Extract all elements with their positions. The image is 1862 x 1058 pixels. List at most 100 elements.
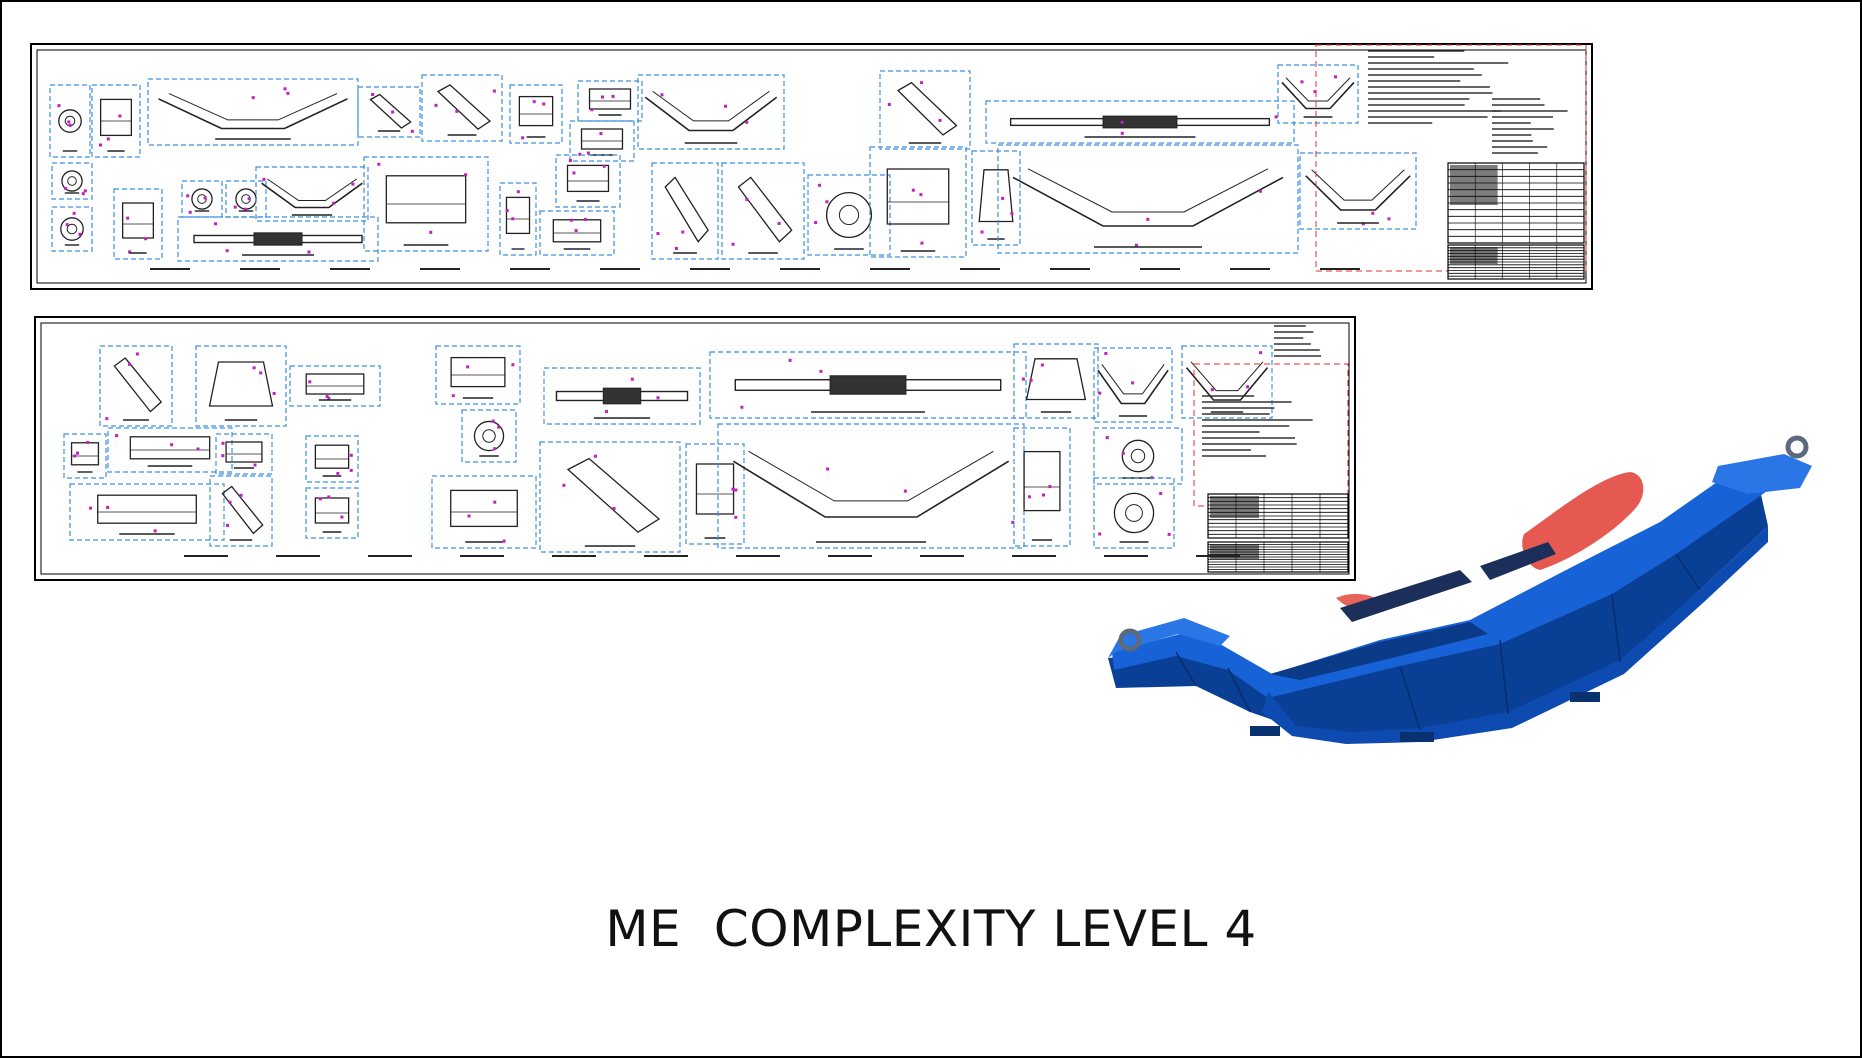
sheet-2-detail-view-dim-marker (1021, 377, 1025, 381)
sheet-1-detail-view-bore (66, 223, 78, 235)
sheet-1-detail-view (51, 162, 93, 200)
sheet-2-detail-view-dim-marker (451, 394, 455, 398)
sheet-2-detail-view (195, 345, 287, 427)
sheet-2-detail-view-trapezoid (208, 361, 274, 407)
sheet-1-detail-view-dim-marker (332, 201, 336, 205)
sheet-2-detail-view-dim-marker (1042, 493, 1046, 497)
sheet-1-detail-view-block (580, 128, 624, 150)
sheet-1-detail-view (421, 74, 503, 142)
sheet-2-detail-view-dim-marker (502, 539, 506, 543)
sheet-1-detail-view-dim-marker (126, 216, 130, 220)
sheet-1-detail-view-dim-marker (243, 207, 247, 211)
sheet-2-detail-view (709, 351, 1027, 419)
sheet-1-detail-view-plate (436, 84, 492, 130)
model-front-wall (1262, 526, 1768, 744)
sheet-2-detail-view-block (450, 356, 506, 388)
sheet-2-detail-view-block (305, 373, 365, 395)
sheet-1-detail-view-profile (261, 182, 363, 209)
sheet-2-detail-view-dim-marker (493, 447, 497, 451)
sheet-1-detail-view-dim-marker (511, 217, 515, 221)
sheet-2-detail-view (1013, 343, 1099, 419)
sheet-1-detail-view-trapezoid (978, 169, 1014, 223)
sheet-2-detail-view-block (70, 442, 100, 466)
sheet-1-detail-view (555, 154, 621, 208)
sheet-2-detail-view (1013, 427, 1071, 547)
sheet-1-detail-view-dim-marker (81, 192, 85, 196)
sheet-1-detail-view-dim-marker (521, 136, 525, 140)
sheet-2-detail-view (685, 443, 745, 545)
tooling-fixture-3d-model-icon (1100, 430, 1820, 820)
sheet-1-detail-view-frame (807, 174, 891, 256)
sheet-2-detail-view-dim-marker (731, 487, 735, 491)
sheet-2-detail-view (431, 475, 537, 549)
sheet-1-detail-view-block (518, 95, 554, 127)
sheet-1-detail-view-frame (869, 146, 967, 258)
sheet-2-detail-view (99, 345, 173, 427)
sheet-1-detail-view (357, 86, 421, 138)
sheet-2-detail-view-profile-inner (1101, 363, 1165, 395)
sheet-2-detail-view-profile (1097, 369, 1169, 405)
sheet-2-detail-view-circle (1121, 439, 1155, 473)
sheet-2-detail-view-trapezoid (1025, 358, 1087, 401)
sheet-2-detail-view-block (97, 494, 197, 524)
sheet-1-detail-view-frame (985, 100, 1295, 144)
sheet-2-detail-view-dim-marker (903, 489, 907, 493)
sheet-2-detail-view-dim-marker (734, 515, 738, 519)
sheet-2-detail-view (107, 427, 233, 473)
sheet-1-detail-view-circle (58, 109, 82, 133)
sheet-1-detail-view-dim-marker (1300, 80, 1304, 84)
sheet-1-detail-view-profile-inner (1027, 168, 1269, 213)
sheet-1-detail-view-frame (113, 188, 163, 260)
sheet-1-detail-view-dim-marker (377, 162, 381, 166)
sheet-1-detail-view-dim-marker (262, 177, 266, 181)
sheet-2-detail-view-hub (602, 387, 642, 405)
sheet-1-detail-view (651, 162, 719, 260)
sheet-1-detail-view-dim-marker (1274, 115, 1278, 119)
sheet-2-detail-view-plate (113, 357, 163, 413)
sheet-2-detail-view-dim-marker (491, 419, 495, 423)
sheet-2-detail-view-dim-marker (170, 443, 174, 447)
sheet-2-detail-view-frame (539, 441, 681, 553)
sheet-2-detail-view (69, 483, 225, 541)
sheet-1-detail-view (971, 150, 1021, 246)
sheet-1-detail-view-bore (838, 204, 860, 226)
left-lifting-lug-icon (1118, 628, 1142, 652)
sheet-2-detail-view (435, 345, 521, 405)
sheet-2-detail-view-frame (461, 409, 517, 463)
sheet-2-detail-view-dim-marker (349, 453, 353, 457)
sheet-1-detail-view-frame (569, 120, 635, 162)
sheet-2-detail-view-block (314, 497, 350, 524)
model-right-end (1712, 454, 1812, 494)
sheet-1-detail-view-dim-marker (434, 103, 438, 107)
sheet-2-detail-view-frame (1013, 343, 1099, 419)
sheet-2-detail-view-profile (732, 460, 1010, 518)
sheet-1-detail-view-dim-marker (745, 197, 749, 201)
sheet-2-detail-view-frame (305, 435, 359, 483)
sheet-1-detail-view-dim-marker (724, 104, 728, 108)
sheet-2-detail-view-dim-marker (196, 447, 200, 451)
model-edge-lines (1175, 553, 1701, 731)
sheet-1-detail-view-dim-marker (83, 189, 87, 193)
sheet-2-detail-view-dim-marker (128, 362, 132, 366)
sheet-1-detail-view (997, 144, 1299, 254)
sheet-1-detail-view-dim-marker (938, 118, 942, 122)
sheet-2-detail-view-frame (431, 475, 537, 549)
sheet-2-detail-view-dim-marker (327, 396, 331, 400)
highlighted-pad-icon (1522, 472, 1644, 570)
sheet-1-detail-view-dim-marker (919, 193, 923, 197)
sheet-2-detail-view-dim-marker (1011, 520, 1015, 524)
sheet-1-parts-table-filled-cells (1450, 165, 1498, 205)
sheet-1-detail-view-profile (1281, 81, 1355, 110)
sheet-1-detail-view-dim-marker (1258, 189, 1262, 193)
sheet-1-detail-view-frame (147, 78, 359, 146)
sheet-2-detail-view-frame (63, 433, 107, 479)
sheet-2-detail-view-dim-marker (135, 352, 139, 356)
right-lifting-lug-icon (1785, 435, 1809, 459)
sheet-1-title-block-filled-cells (1450, 247, 1498, 264)
sheet-2-detail-view-bore (482, 429, 496, 443)
sheet-2-detail-view-dim-marker (466, 365, 470, 369)
sheet-2-detail-view-dim-marker (327, 495, 331, 499)
sheet-1-detail-view-dim-marker (599, 132, 603, 136)
sheet-1-detail-view-dim-marker (391, 110, 395, 114)
sheet-2-detail-view-circle (473, 420, 505, 452)
